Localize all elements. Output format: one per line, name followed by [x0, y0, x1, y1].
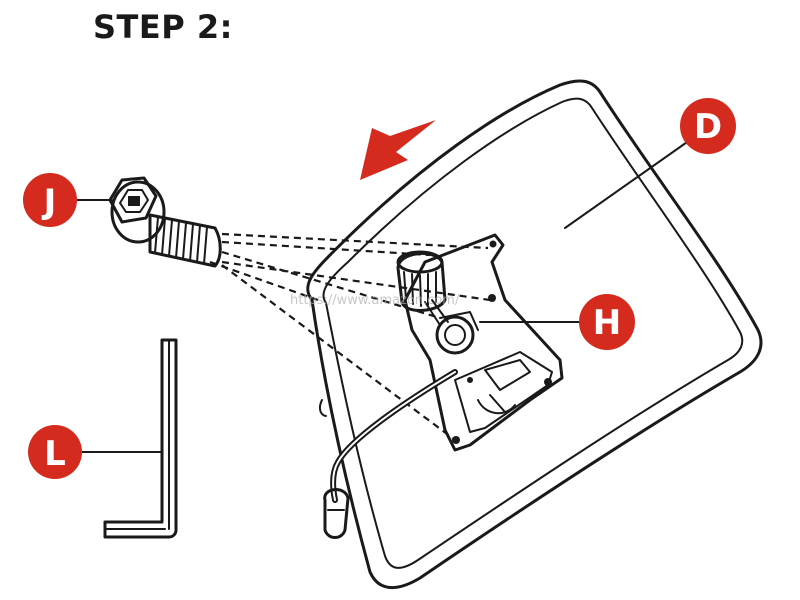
- direction-arrow: [360, 120, 436, 180]
- callout-l-label: L: [44, 434, 66, 474]
- seat-d: [306, 79, 763, 590]
- mechanism-h: [396, 233, 564, 452]
- allen-key-l: [103, 338, 178, 539]
- bolt-j: [108, 176, 222, 268]
- alignment-lines: [209, 232, 491, 441]
- leader-d: [564, 139, 691, 229]
- step-title: STEP 2:: [93, 8, 233, 46]
- callout-j: J: [23, 173, 77, 227]
- callout-d: D: [680, 98, 736, 154]
- callout-h-label: H: [593, 303, 621, 343]
- watermark-text: https://www.amazon.com/: [290, 293, 460, 308]
- lever-rod: [323, 369, 458, 539]
- callout-d-label: D: [694, 107, 722, 147]
- callout-l: L: [28, 425, 82, 479]
- callout-j-label: J: [42, 182, 57, 222]
- callout-h: H: [579, 294, 635, 350]
